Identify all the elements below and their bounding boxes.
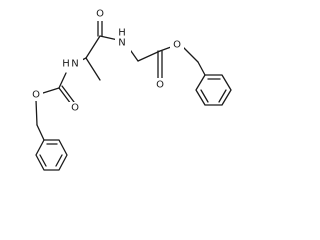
- atom-carbamate-carbonyl-oxygen: O: [71, 103, 79, 114]
- bond-nh-carbamate-c: [58, 72, 67, 89]
- bond-oether-ch2: [182, 46, 199, 63]
- atom-ester-ether-oxygen: O: [173, 40, 181, 51]
- bond-carbamate-co-1: [58, 87, 72, 105]
- bond-carbamate-oether-ch2: [35, 99, 38, 126]
- structure-canvas: O H N O O H N O O: [29, 8, 232, 171]
- atom-amide-oxygen: O: [96, 9, 104, 20]
- bond-ch2-ester-c: [137, 50, 161, 62]
- ring-left-db2: [55, 154, 63, 167]
- atom-amide-nh-h: H: [118, 28, 126, 39]
- bond-carbamate-ch2-ring: [36, 124, 45, 141]
- bonds: [35, 19, 232, 171]
- ring-right-db2: [218, 89, 227, 103]
- bond-ester-c-oether: [159, 46, 172, 52]
- ring-left: [35, 139, 68, 171]
- atom-amide-nitrogen: N: [118, 38, 125, 49]
- bond-carbamate-co-2: [61, 85, 75, 103]
- ring-left-db3: [39, 154, 47, 167]
- atom-carbamate-nh-h: H: [62, 59, 70, 70]
- bond-amide-c-alpha: [85, 35, 101, 59]
- bond-carbamate-c-oether: [42, 87, 60, 94]
- atom-carbamate-ether-oxygen: O: [32, 90, 40, 101]
- ring-right: [195, 74, 232, 106]
- molecule-diagram: O H N O O H N O O: [29, 8, 232, 171]
- ring-right-db3: [200, 89, 209, 103]
- bond-alpha-methyl: [85, 57, 101, 81]
- bond-ch2-ring1: [197, 61, 206, 76]
- atom-carbamate-nitrogen: N: [71, 59, 78, 70]
- atom-ester-carbonyl-oxygen: O: [156, 80, 164, 91]
- atom-labels: O H N O O H N O O: [29, 8, 184, 115]
